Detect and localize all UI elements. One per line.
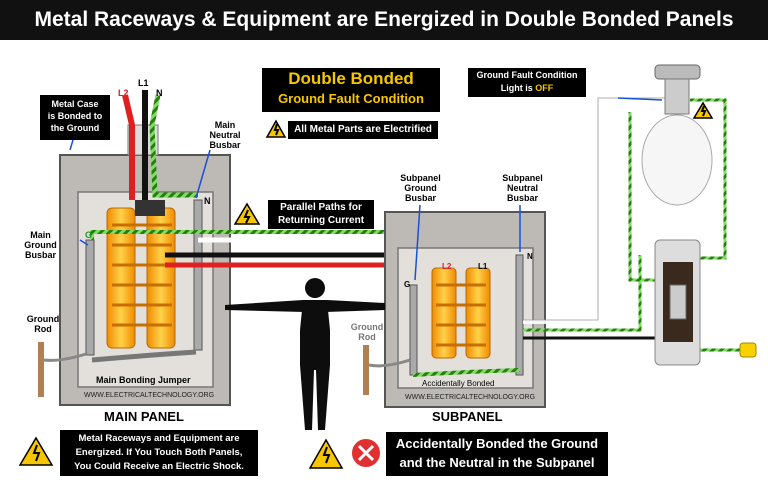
g-label: G — [85, 230, 93, 240]
ground-rod-sub-label: Ground Rod — [350, 322, 384, 342]
branch-neutral — [523, 98, 665, 324]
main-neutral-bar — [193, 199, 203, 351]
l2-label: L2 — [118, 88, 129, 98]
light-off-text: OFF — [535, 83, 554, 93]
sub-busbar-right — [465, 267, 491, 359]
main-busbar-right — [146, 207, 176, 349]
parallel-paths-box: Parallel Paths for Returning Current — [268, 200, 374, 229]
headline-box: Double Bonded Ground Fault Condition — [262, 68, 440, 112]
accidental-bond-wire — [412, 368, 521, 377]
main-busbar-left — [106, 207, 136, 349]
headline-line1: Double Bonded — [288, 69, 414, 88]
headline-line2: Ground Fault Condition — [278, 91, 424, 106]
ground-rod-main — [38, 342, 44, 397]
footer-left-box: Metal Raceways and Equipment are Energiz… — [60, 430, 258, 476]
light-bulb — [641, 114, 713, 206]
main-busbar-fingers — [112, 223, 172, 327]
switch-toggle — [669, 284, 687, 320]
accidentally-bonded-label: Accidentally Bonded — [422, 379, 495, 388]
all-metal-note: All Metal Parts are Electrified — [288, 121, 438, 139]
light-socket — [664, 78, 690, 115]
main-ground-busbar-label: Main Ground Busbar — [24, 230, 57, 260]
subpanel-name: SUBPANEL — [432, 409, 503, 424]
main-neutral-busbar-label: Main Neutral Busbar — [209, 120, 241, 150]
main-watermark: WWW.ELECTRICALTECHNOLOGY.ORG — [84, 392, 215, 399]
sub-busbar-fingers — [436, 283, 486, 347]
main-n-label: N — [204, 196, 211, 206]
page-title: Metal Raceways & Equipment are Energized… — [0, 0, 768, 40]
ground-rod-sub — [363, 345, 369, 395]
metal-case-label: Metal Case is Bonded to the Ground — [40, 95, 110, 140]
pointer-arrows — [69, 97, 663, 281]
main-breaker — [135, 200, 165, 216]
main-panel-name: MAIN PANEL — [104, 409, 184, 424]
sub-neutral-bar — [515, 254, 524, 376]
service-l2-wire — [122, 94, 135, 200]
main-ground-bar — [85, 239, 95, 356]
service-neutral-wire — [149, 94, 198, 198]
sub-ground-bar — [409, 284, 418, 376]
wire-nut — [739, 342, 757, 358]
switch-to-light — [690, 98, 727, 260]
sub-l2-label: L2 — [442, 262, 452, 271]
subpanel-ground-busbar-label: Subpanel Ground Busbar — [400, 173, 441, 203]
subpanel-neutral-busbar-label: Subpanel Neutral Busbar — [502, 173, 543, 203]
light-fixture — [654, 64, 701, 80]
sub-busbar-left — [431, 267, 457, 359]
n-label: N — [156, 88, 163, 98]
ground-rod-main-label: Ground Rod — [26, 314, 60, 334]
sub-watermark: WWW.ELECTRICALTECHNOLOGY.ORG — [405, 394, 536, 401]
sub-n-label: N — [527, 252, 533, 261]
sub-g-label: G — [404, 280, 411, 289]
sub-l1-label: L1 — [478, 262, 488, 271]
person-figure — [225, 278, 385, 430]
light-status-box: Ground Fault Condition Light is OFF — [468, 68, 586, 97]
main-bonding-jumper — [91, 349, 197, 363]
main-bonding-jumper-label: Main Bonding Jumper — [96, 375, 191, 385]
footer-right-box: Accidentally Bonded the Ground and the N… — [386, 432, 608, 476]
l1-label: L1 — [138, 78, 149, 88]
